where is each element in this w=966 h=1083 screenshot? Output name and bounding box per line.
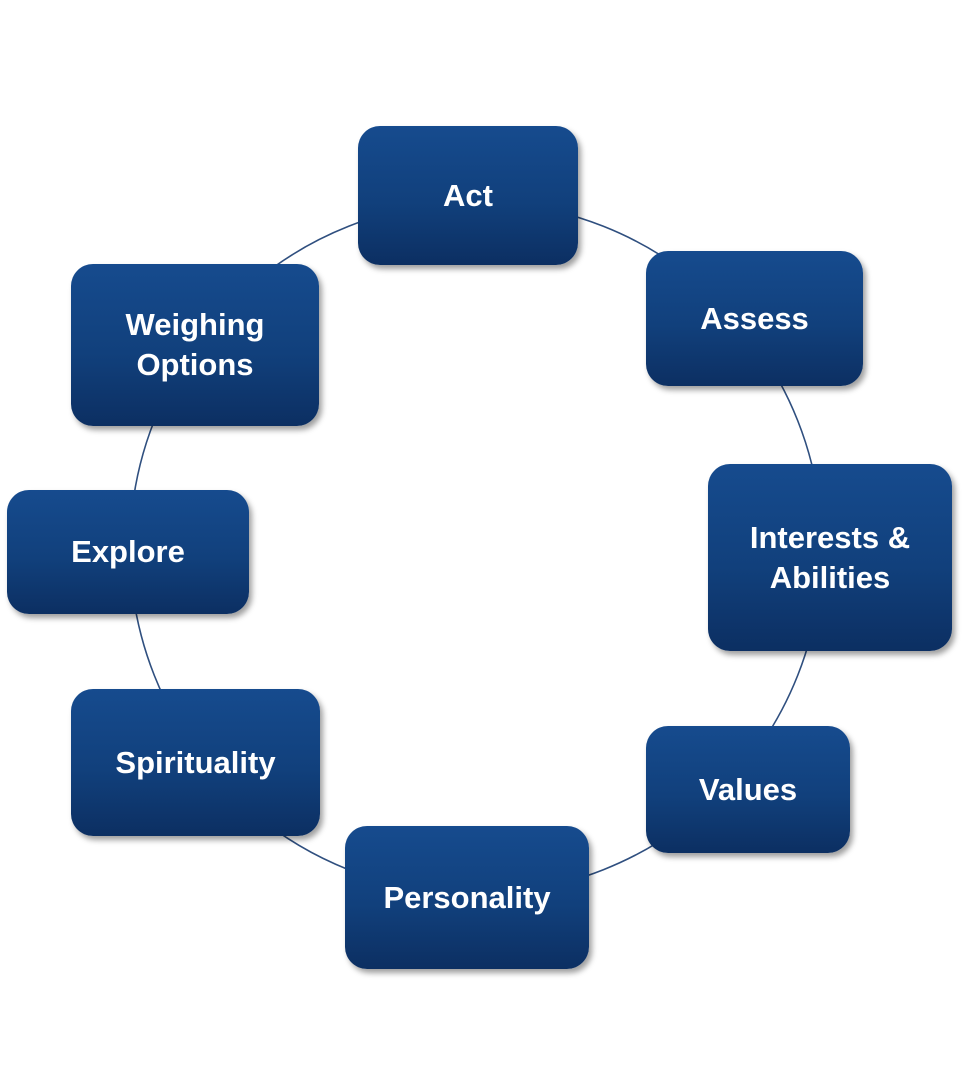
stage-values-label: Values: [698, 771, 798, 807]
stage-weighing-options: Weighing Options: [71, 264, 319, 426]
stage-assess-label: Assess: [700, 300, 809, 336]
stage-act-label: Act: [443, 177, 493, 213]
stage-act: Act: [358, 126, 578, 265]
stage-explore-label: Explore: [71, 534, 185, 569]
stage-assess: Assess: [646, 251, 863, 386]
stage-explore: Explore: [7, 490, 249, 614]
stage-values: Values: [646, 726, 850, 853]
stage-spirituality: Spirituality: [71, 689, 320, 836]
stage-weighing-options-label: Weighing Options: [125, 307, 265, 382]
stage-personality-label: Personality: [383, 879, 551, 915]
stage-interests-abilities-label: Interests & Abilities: [749, 519, 911, 595]
stage-spirituality-label: Spirituality: [115, 744, 276, 780]
stage-interests-abilities: Interests & Abilities: [708, 464, 952, 651]
stage-personality: Personality: [345, 826, 589, 969]
